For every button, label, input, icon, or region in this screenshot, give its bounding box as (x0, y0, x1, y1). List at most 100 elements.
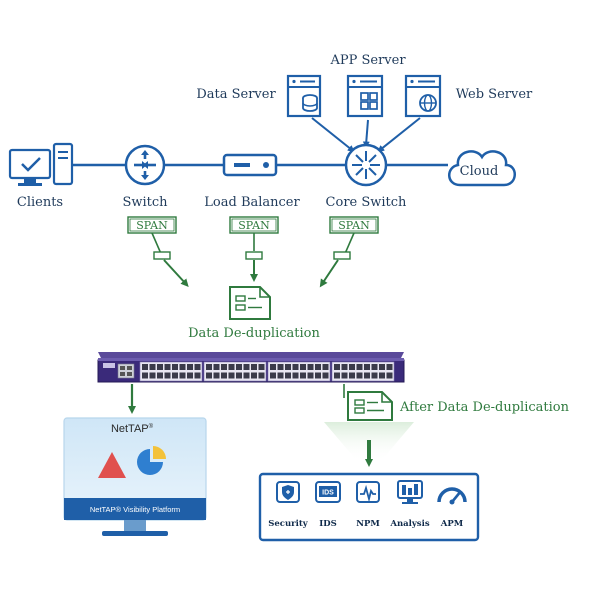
span-tap-switch: SPAN (127, 216, 189, 287)
pulse-icon (360, 484, 376, 503)
sfp-port (251, 364, 257, 370)
sfp-port (356, 372, 363, 379)
sfp-port (379, 372, 385, 379)
pie-chart-icon (137, 449, 163, 475)
clients-label: Clients (17, 195, 63, 210)
sfp-port (228, 372, 235, 379)
sfp-port (371, 372, 378, 379)
router-icon (124, 144, 166, 186)
tool-label-analysis: Analysis (389, 519, 429, 529)
sfp-port (149, 372, 156, 379)
cloud-label: Cloud (460, 164, 499, 179)
sfp-port (386, 364, 393, 370)
sfp-port (179, 364, 186, 370)
sfp-port (236, 364, 242, 370)
sfp-port (194, 372, 201, 379)
core-switch-label: Core Switch (326, 195, 408, 210)
sfp-port (243, 364, 250, 370)
sfp-port (292, 364, 299, 370)
sfp-port (258, 364, 265, 370)
sfp-port (206, 372, 212, 379)
pie-slice-icon (153, 446, 166, 459)
sfp-port (206, 364, 212, 370)
sfp-port (307, 372, 314, 379)
app-server-label: APP Server (329, 53, 406, 68)
app-server-icon (346, 74, 384, 118)
sfp-port (213, 372, 220, 379)
sfp-port (157, 364, 163, 370)
analysis-tool[interactable] (397, 480, 423, 504)
sfp-port (164, 364, 171, 370)
sfp-port (277, 372, 284, 379)
sfp-port (172, 364, 178, 370)
span-label-switch: SPAN (136, 219, 168, 232)
ids-tool[interactable]: IDS (315, 481, 341, 503)
sfp-port (270, 372, 276, 379)
dedup-label: Data De-duplication (188, 326, 320, 341)
sfp-port (315, 364, 321, 370)
sfp-port (315, 372, 321, 379)
sfp-port (270, 364, 276, 370)
span-tap-core-switch: SPAN (319, 216, 379, 288)
sfp-port (142, 364, 148, 370)
sfp-port (172, 372, 178, 379)
sfp-port (379, 364, 385, 370)
warning-triangle-icon (98, 452, 126, 478)
sfp-port (194, 364, 201, 370)
sfp-port (258, 372, 265, 379)
tool-label-npm: NPM (356, 519, 380, 529)
security-tool[interactable] (276, 481, 300, 503)
span-label-core-switch: SPAN (338, 219, 370, 232)
sfp-port (356, 364, 363, 370)
span-tap-load-balancer: SPAN (229, 216, 279, 282)
sfp-port (187, 364, 193, 370)
sfp-port (221, 372, 227, 379)
platform-brand-text: NetTAP (111, 423, 149, 435)
sfp-port (364, 372, 370, 379)
data-server-label: Data Server (196, 87, 276, 102)
web-server-icon (404, 74, 442, 118)
sfp-port (349, 364, 355, 370)
sfp-port (364, 364, 370, 370)
switch-label: Switch (122, 195, 168, 210)
web-server-label: Web Server (456, 87, 533, 102)
tool-label-ids: IDS (319, 519, 337, 529)
sfp-port (149, 364, 156, 370)
sfp-port (386, 372, 393, 379)
sfp-port (349, 372, 355, 379)
sfp-port (300, 364, 306, 370)
tool-label-security: Security (268, 519, 309, 529)
database-server-icon (286, 74, 322, 118)
sfp-port (334, 364, 340, 370)
npm-tool[interactable] (356, 481, 380, 503)
sfp-port (341, 364, 348, 370)
document-icon (229, 286, 271, 320)
sfp-port (236, 372, 242, 379)
sfp-port (179, 372, 186, 379)
gauge-icon[interactable] (437, 487, 467, 505)
cloud-icon (448, 150, 516, 187)
after-dedup-document-icon (347, 391, 393, 421)
sfp-port-bank (139, 361, 395, 382)
sfp-port (243, 372, 250, 379)
sfp-port (371, 364, 378, 370)
sfp-port (285, 372, 291, 379)
tools-panel: Security IDS IDS NPM Analysis (258, 472, 480, 542)
load-balancer-label: Load Balancer (204, 195, 300, 210)
sfp-port (228, 364, 235, 370)
sfp-port (277, 364, 284, 370)
sfp-port (164, 372, 171, 379)
sfp-port (322, 372, 329, 379)
nettap-device (97, 352, 405, 383)
span-label-load-balancer: SPAN (238, 219, 270, 232)
sfp-port (292, 372, 299, 379)
nettap-platform-monitor: NetTAP® NetTAP® Visibility Platform (63, 417, 207, 536)
sfp-port (300, 372, 306, 379)
sfp-port (334, 372, 340, 379)
load-balancer-icon (222, 153, 278, 177)
core-switch-icon (344, 143, 388, 187)
analysis-icon (402, 484, 418, 495)
sfp-port (285, 364, 291, 370)
sfp-port (322, 364, 329, 370)
